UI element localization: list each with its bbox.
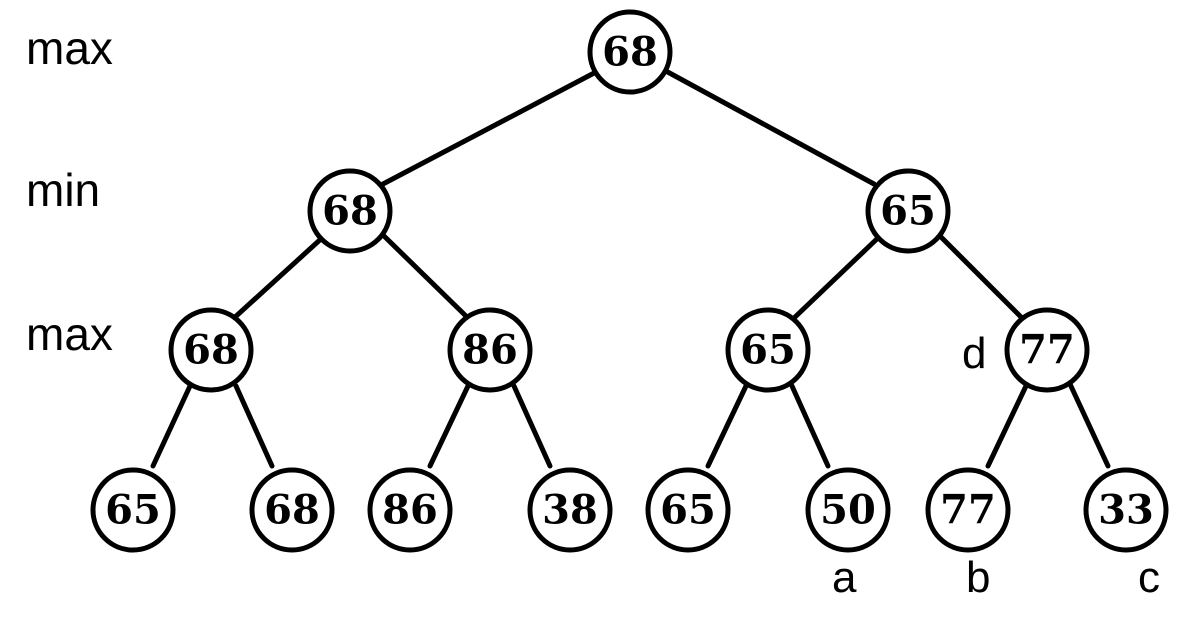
edge-l2a-left [150,383,193,469]
tree-node-max-3: 65 [725,307,811,393]
annotation-c: c [1138,553,1160,602]
tree-node-min-left: 68 [307,168,393,254]
edge-68-right [381,233,471,321]
node-value: 86 [462,327,518,374]
edge-65-right [935,231,1025,321]
node-value: 86 [382,487,438,534]
node-value: 65 [740,327,796,374]
tree-leaf-3: 86 [367,467,453,553]
tree-leaf-4: 38 [527,467,613,553]
node-value: 65 [105,487,161,534]
edge-l2c-right [789,383,831,469]
tree-node-max-2: 86 [447,307,533,393]
edge-l2c-left [705,383,749,469]
edge-l2b-right [511,383,553,469]
edge-l2a-right [233,383,275,469]
level-label-min: min [26,164,100,216]
annotation-d: d [962,329,986,378]
annotation-a: a [832,553,857,602]
tree-leaf-8: 33 [1083,467,1169,553]
tree-node-root: 68 [587,9,673,95]
node-value: 68 [322,188,378,235]
tree-node-max-1: 68 [168,307,254,393]
edge-65-left [791,233,883,321]
node-value: 68 [264,487,320,534]
node-value: 50 [820,487,876,534]
edge-l2d-left [985,383,1029,469]
level-label-max-top: max [26,22,113,74]
node-value: 65 [660,487,716,534]
node-value: 77 [1019,327,1075,374]
tree-edges [150,67,1111,469]
edge-root-left [380,69,599,187]
edge-root-right [661,67,877,187]
node-value: 68 [602,29,658,76]
tree-leaf-1: 65 [90,467,176,553]
edge-l2d-right [1067,381,1111,469]
tree-node-max-4: 77 [1004,307,1090,393]
annotation-b: b [966,553,990,602]
node-value: 38 [542,487,598,534]
node-value: 77 [940,487,996,534]
tree-leaf-2: 68 [249,467,335,553]
node-value: 68 [183,327,239,374]
edge-68-left [231,235,325,321]
tree-leaf-5: 65 [645,467,731,553]
node-value: 33 [1098,487,1154,534]
node-value: 65 [880,188,936,235]
level-label-max-lower: max [26,308,113,360]
tree-leaf-7: 77 [925,467,1011,553]
edge-l2b-left [427,383,471,469]
tree-leaf-6: 50 [805,467,891,553]
tree-node-min-right: 65 [865,168,951,254]
